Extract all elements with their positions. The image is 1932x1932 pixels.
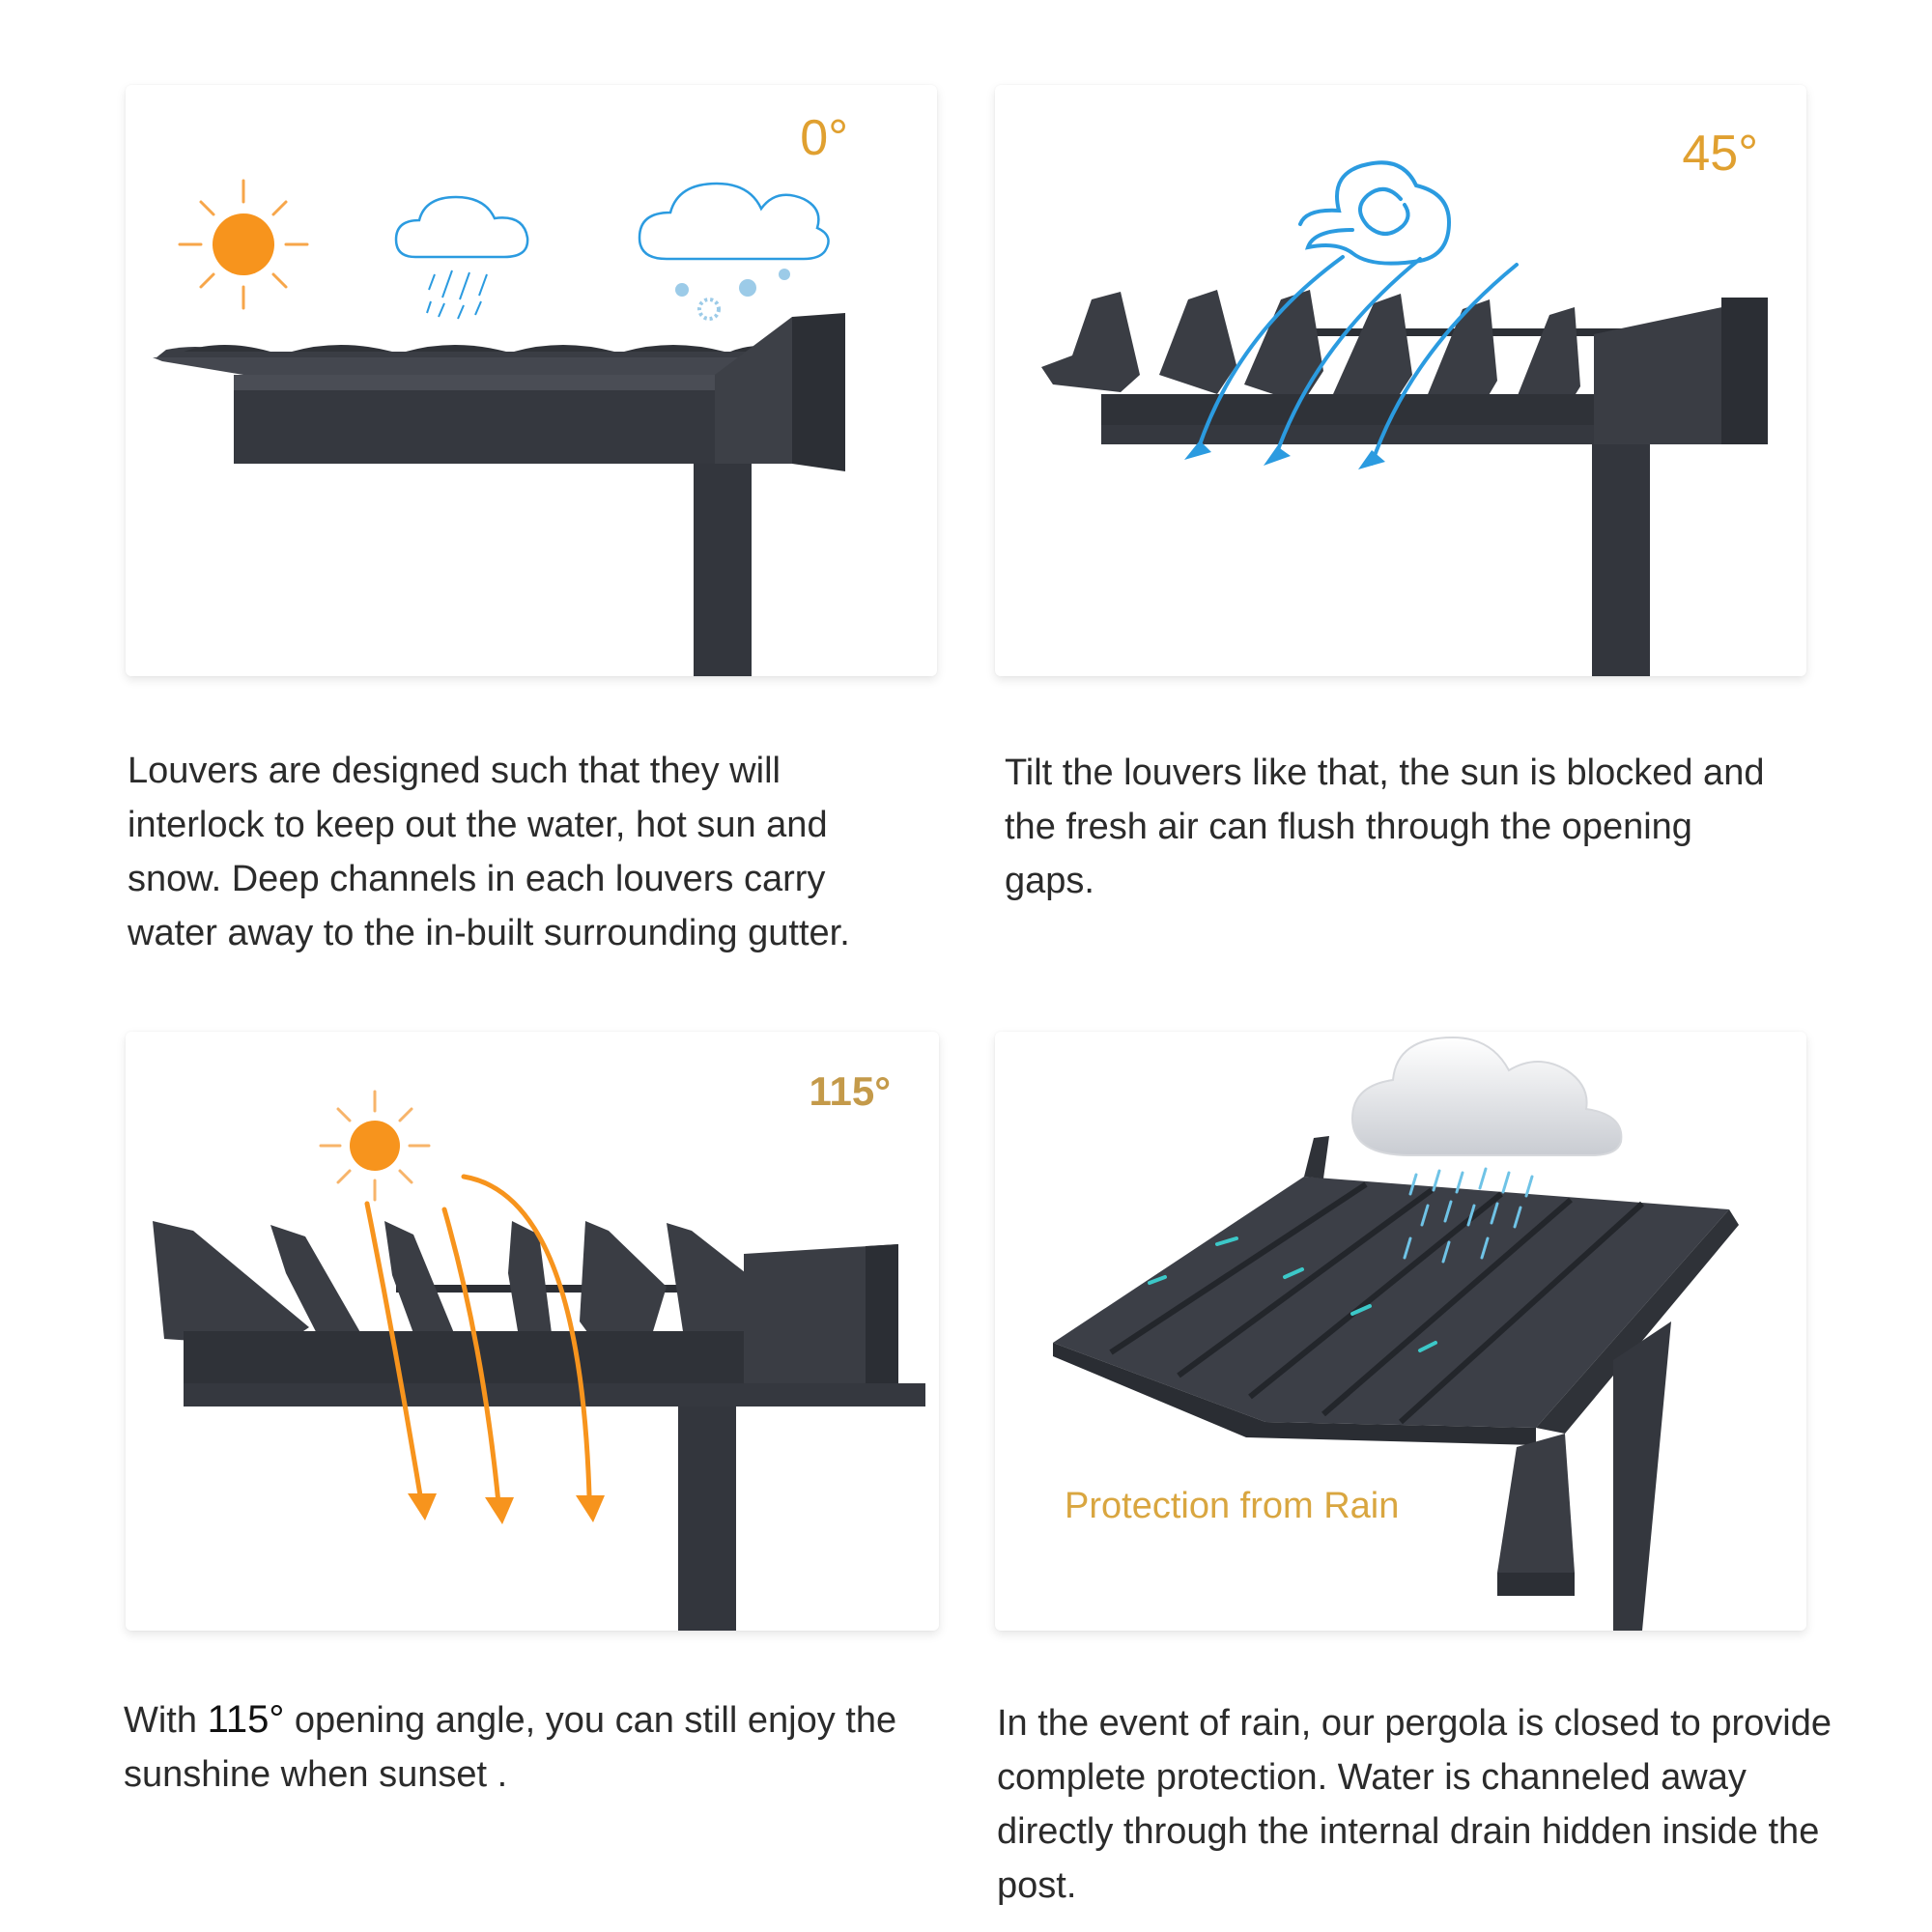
pergola-closed-illustration: 0° <box>153 110 848 676</box>
water-channel-arrows <box>1148 1236 1437 1352</box>
pergola-open-illustration: 115° <box>153 1068 925 1631</box>
pergola-tilted-illustration: 45° <box>1041 126 1768 676</box>
pergola-frame <box>1041 290 1768 676</box>
angle-label-45: 45° <box>1682 126 1758 182</box>
description-suffix: opening angle, you can still enjoy the s… <box>124 1700 897 1795</box>
panel-rain-protection: Protection from Rain <box>995 1032 1806 1631</box>
description-prefix: With <box>124 1700 197 1741</box>
sun-icon <box>178 179 309 310</box>
panel-0-description: Louvers are designed such that they will… <box>128 751 850 953</box>
rain-cloud-icon <box>1350 1036 1623 1156</box>
rain-drops <box>1403 1167 1534 1264</box>
pergola-frame <box>153 313 845 676</box>
angle-label-0: 0° <box>800 110 848 166</box>
panel-115-degree: 115° <box>126 1032 939 1631</box>
sunlight-arrows <box>364 1174 592 1506</box>
sun-icon <box>319 1090 431 1202</box>
panel-0-degree: 0° <box>126 85 937 676</box>
panel-45-degree: 45° <box>995 85 1806 676</box>
angle-label-115: 115° <box>809 1068 891 1114</box>
panel-115-description: With 115° opening angle, you can still e… <box>124 1692 916 1802</box>
airflow-arrows <box>1196 255 1519 466</box>
rain-protection-label: Protection from Rain <box>1065 1486 1400 1526</box>
panel-45-description: Tilt the louvers like that, the sun is b… <box>1005 753 1765 901</box>
panel-rain-description: In the event of rain, our pergola is clo… <box>997 1703 1832 1906</box>
description-angle: 115° <box>207 1698 285 1741</box>
rain-cloud-icon <box>394 195 529 320</box>
snow-cloud-icon <box>638 182 830 321</box>
pergola-rain-illustration <box>1053 1036 1739 1631</box>
pergola-frame <box>1053 1136 1739 1631</box>
pergola-frame <box>153 1221 925 1631</box>
wind-cloud-icon <box>1298 160 1452 266</box>
